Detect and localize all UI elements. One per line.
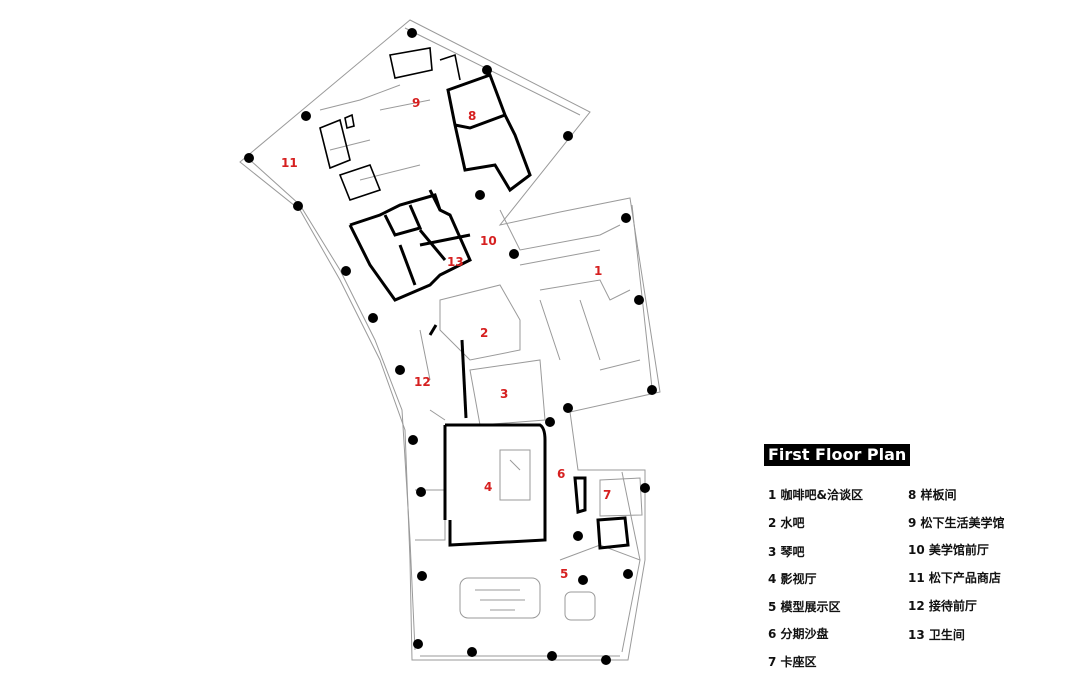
building-outline bbox=[239, 19, 661, 661]
legend-item: 9 松下生活美学馆 bbox=[908, 516, 1005, 530]
legend-item: 7 卡座区 bbox=[768, 655, 817, 669]
room-label-1: 1 bbox=[594, 264, 603, 278]
legend-item: 1 咖啡吧&洽谈区 bbox=[768, 488, 864, 502]
room-label-8: 8 bbox=[468, 109, 477, 123]
room-label-11: 11 bbox=[281, 156, 298, 170]
legend-item: 4 影视厅 bbox=[768, 572, 817, 586]
legend-item: 6 分期沙盘 bbox=[768, 627, 829, 641]
room-label-5: 5 bbox=[560, 567, 569, 581]
room-label-7: 7 bbox=[603, 488, 612, 502]
legend-item: 2 水吧 bbox=[768, 516, 805, 530]
legend-item: 12 接待前厅 bbox=[908, 599, 977, 613]
legend-item: 5 模型展示区 bbox=[768, 600, 841, 614]
legend-item: 13 卫生间 bbox=[908, 628, 965, 642]
room-label-3: 3 bbox=[500, 387, 509, 401]
room-label-9: 9 bbox=[412, 96, 421, 110]
legend-item: 3 琴吧 bbox=[768, 545, 805, 559]
room-label-6: 6 bbox=[557, 467, 566, 481]
room-label-10: 10 bbox=[480, 234, 497, 248]
room-label-12: 12 bbox=[414, 375, 431, 389]
legend-item: 11 松下产品商店 bbox=[908, 571, 1001, 585]
room-label-4: 4 bbox=[484, 480, 493, 494]
room-label-13: 13 bbox=[447, 255, 464, 269]
legend-title: First Floor Plan bbox=[764, 444, 911, 466]
legend-item: 10 美学馆前厅 bbox=[908, 543, 989, 557]
room-label-2: 2 bbox=[480, 326, 489, 340]
legend-item: 8 样板间 bbox=[908, 488, 957, 502]
